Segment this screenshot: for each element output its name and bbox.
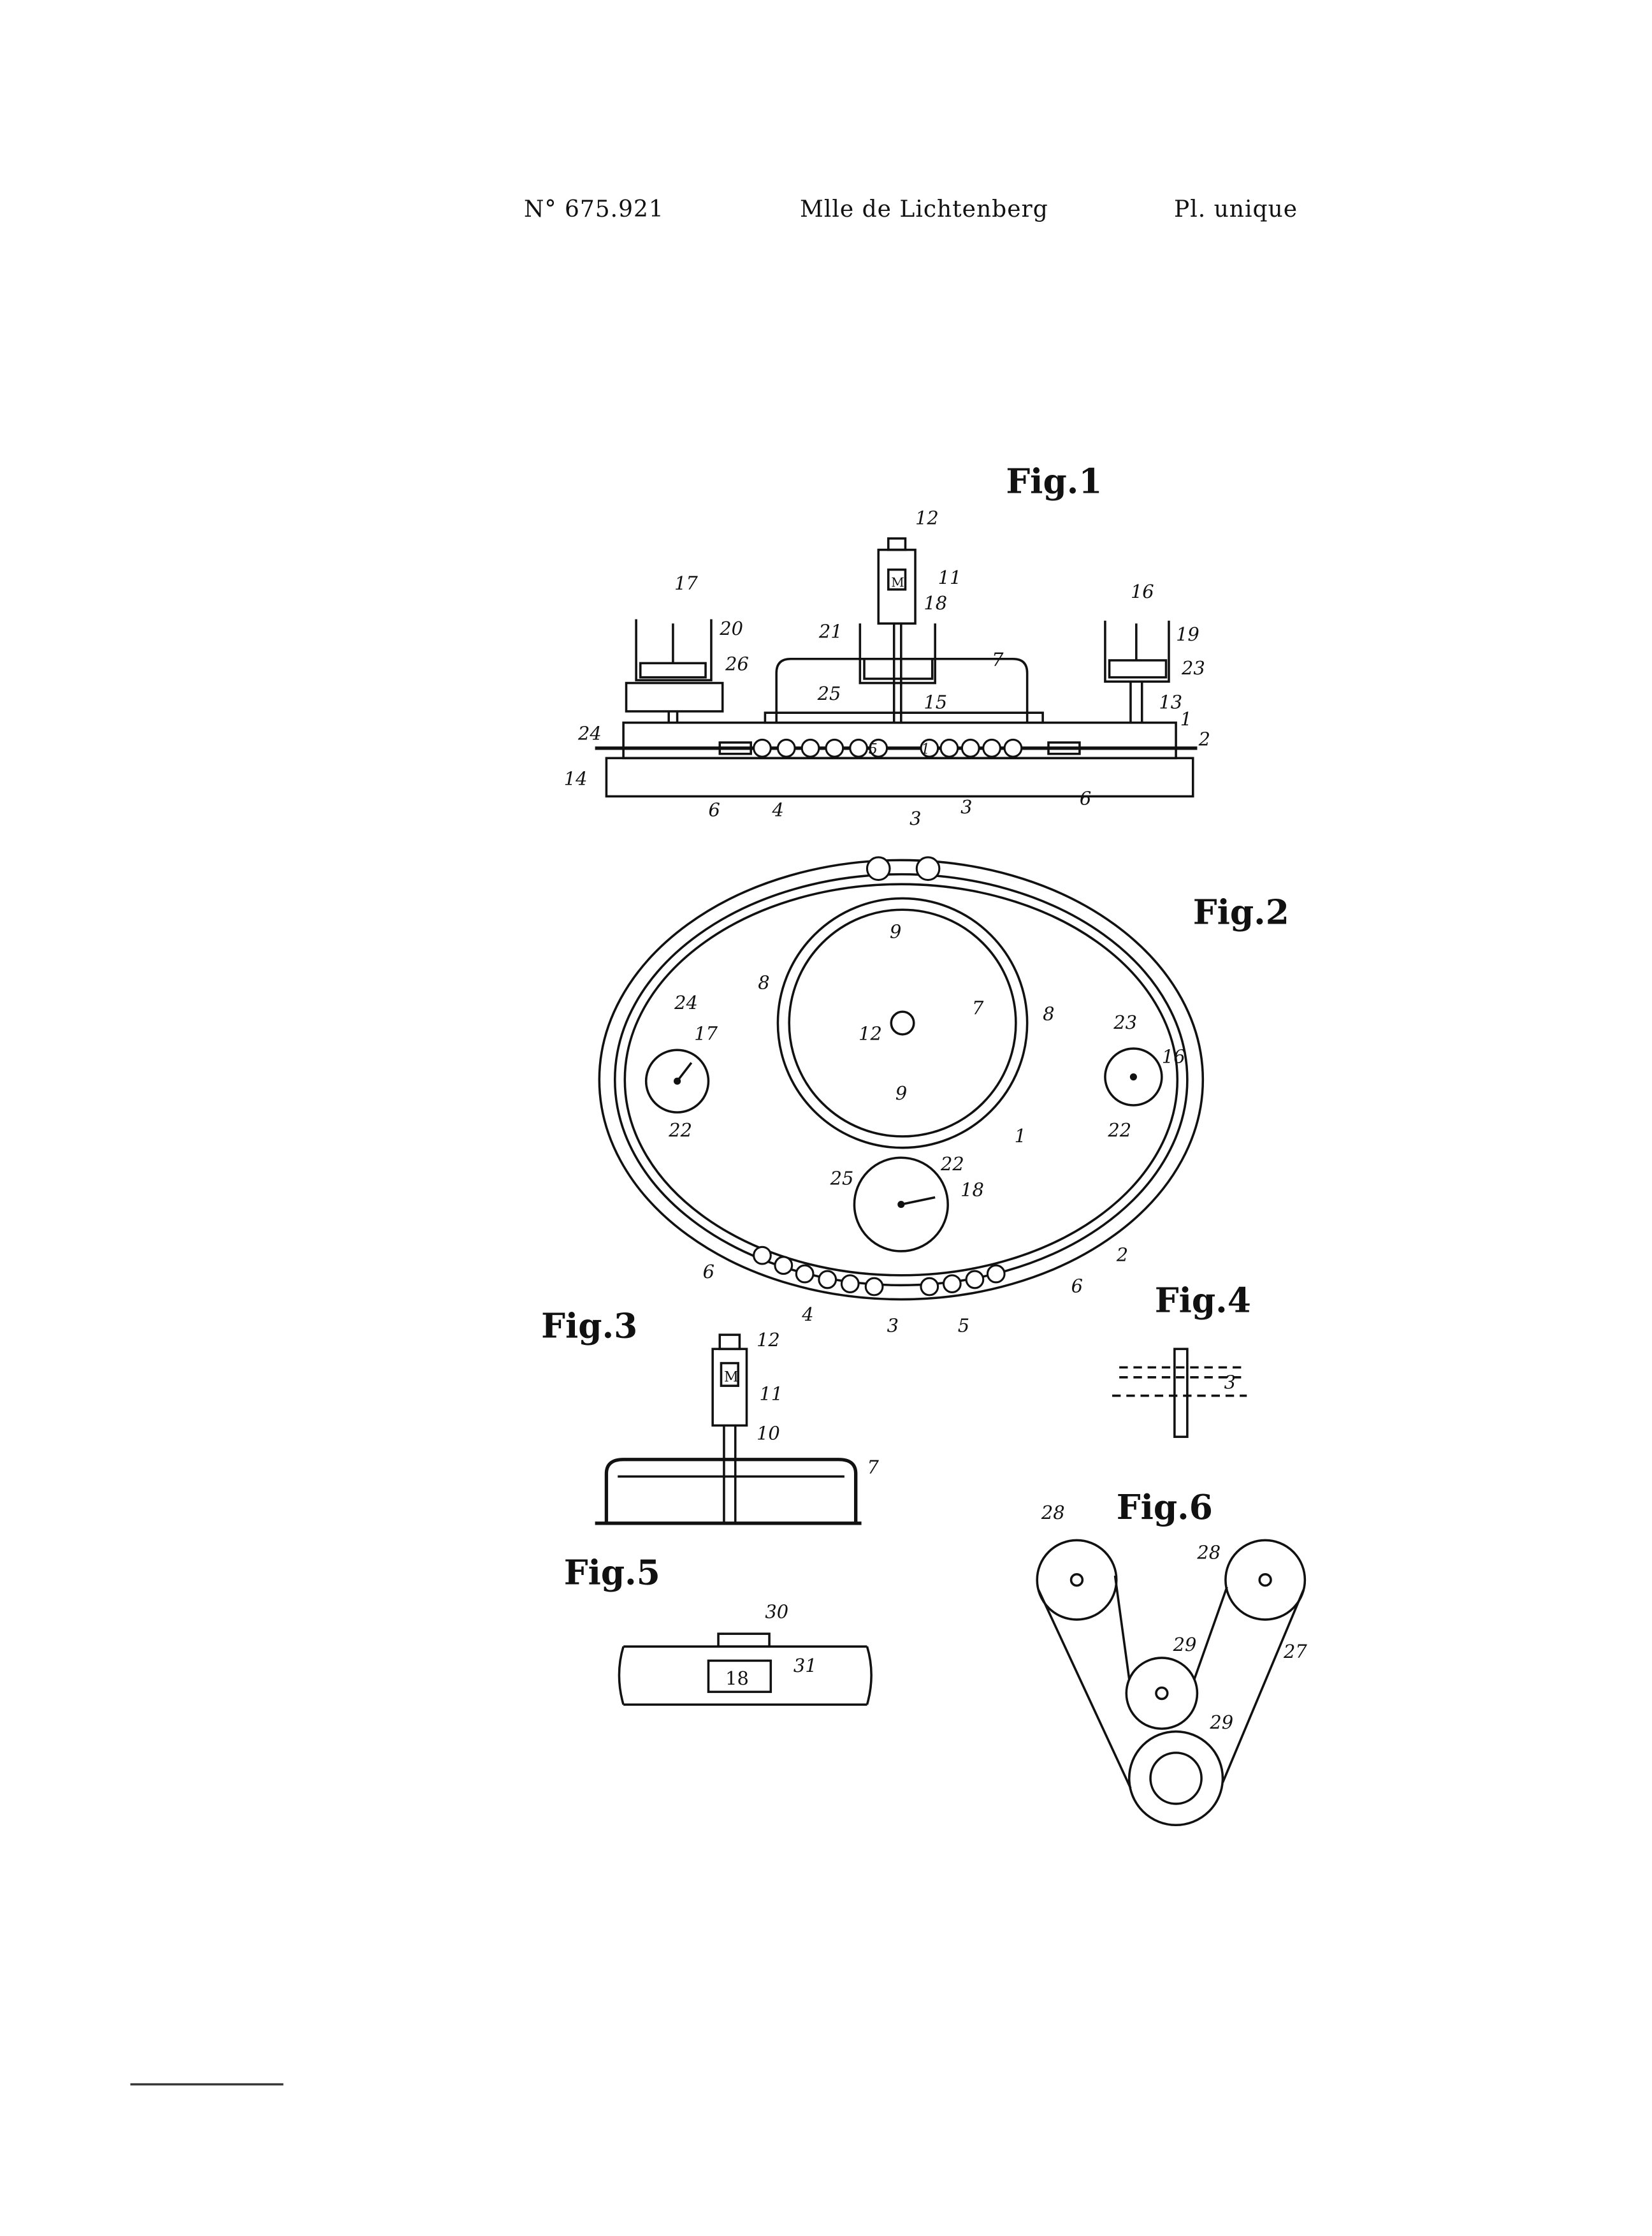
reference-numeral: 26 bbox=[725, 653, 749, 675]
ball-chain-fig2 bbox=[753, 1245, 1006, 1296]
reference-numeral: 12 bbox=[859, 1023, 882, 1045]
figure-1: Fig.1 M bbox=[564, 461, 1210, 821]
figure-5-labels: 30 31 18 bbox=[725, 1601, 816, 1689]
reference-numeral: 31 bbox=[793, 1655, 817, 1676]
reference-numeral: 9 bbox=[890, 921, 901, 943]
reference-numeral: 11 bbox=[760, 1383, 783, 1404]
reference-numeral: 7 bbox=[972, 998, 984, 1019]
figure-6-title: Fig.6 bbox=[1117, 1487, 1213, 1527]
reference-numeral: 25 bbox=[817, 683, 841, 704]
reference-numeral: 4 bbox=[772, 799, 784, 821]
reference-numeral: 23 bbox=[1181, 657, 1205, 679]
figure-3-title: Fig.3 bbox=[541, 1306, 637, 1346]
reference-numeral: 17 bbox=[694, 1023, 718, 1045]
reference-numeral: 18 bbox=[924, 592, 947, 614]
reference-numeral: 17 bbox=[674, 572, 698, 594]
figure-3: Fig.3 M 12 11 10 7 bbox=[541, 1306, 879, 1525]
reference-numeral: 8 bbox=[758, 972, 769, 994]
reference-numeral: 14 bbox=[564, 768, 588, 790]
reference-numeral: 3 bbox=[960, 796, 972, 818]
plate-label: Pl. unique bbox=[1174, 196, 1298, 222]
figure-2-labels: 3 9 8 7 8 24 17 23 12 16 22 22 9 1 25 22… bbox=[668, 808, 1185, 1337]
reference-numeral: 6 bbox=[1071, 1275, 1083, 1296]
figure-6: Fig.6 28 28 29 27 29 bbox=[1036, 1487, 1308, 1827]
reference-numeral: 24 bbox=[674, 992, 698, 1013]
applicant-name: Mlle de Lichtenberg bbox=[800, 196, 1048, 222]
figure-5-title: Fig.5 bbox=[564, 1552, 660, 1592]
reference-numeral: 23 bbox=[1113, 1012, 1137, 1033]
reference-numeral: 5 bbox=[958, 1315, 969, 1337]
reference-numeral: 6 bbox=[703, 1261, 714, 1282]
reference-numeral: 13 bbox=[1159, 692, 1182, 713]
reference-numeral: 24 bbox=[577, 722, 602, 744]
reference-numeral: M bbox=[891, 574, 904, 590]
reference-numeral: 28 bbox=[1041, 1502, 1065, 1523]
patent-number: N° 675.921 bbox=[524, 196, 664, 222]
reference-numeral: 11 bbox=[938, 567, 962, 588]
figure-6-labels: 28 28 29 27 29 bbox=[1041, 1502, 1308, 1733]
reference-numeral: 7 bbox=[867, 1456, 879, 1478]
reference-numeral: 3 bbox=[887, 1315, 899, 1337]
reference-numeral: 22 bbox=[1107, 1119, 1131, 1141]
figure-5: Fig.5 30 31 18 bbox=[564, 1552, 873, 1706]
reference-numeral: 1 bbox=[1180, 708, 1192, 730]
reference-numeral: 18 bbox=[960, 1179, 984, 1200]
platform bbox=[622, 722, 1177, 760]
figure-3-labels: 12 11 10 7 bbox=[757, 1329, 879, 1478]
reference-numeral: 8 bbox=[1043, 1003, 1054, 1025]
figure-2-title: Fig.2 bbox=[1193, 892, 1289, 932]
reference-numeral: 21 bbox=[818, 620, 843, 642]
ball-chain bbox=[753, 738, 1023, 758]
reference-numeral: 4 bbox=[801, 1303, 813, 1325]
reference-numeral: 25 bbox=[830, 1167, 854, 1189]
reference-numeral: 1 bbox=[1015, 1125, 1026, 1147]
reference-numeral: 16 bbox=[1131, 581, 1154, 602]
reference-numeral: 12 bbox=[915, 507, 939, 529]
reference-numeral: 15 bbox=[924, 692, 947, 713]
reference-numeral: 6 bbox=[1080, 788, 1091, 809]
reference-numeral: M bbox=[724, 1368, 739, 1385]
figure-2: Fig.2 3 9 8 7 8 24 17 bbox=[598, 808, 1289, 1337]
reference-numeral: 6 bbox=[708, 799, 720, 821]
reference-numeral: 28 bbox=[1196, 1541, 1221, 1563]
reference-numeral: 3 bbox=[1224, 1372, 1236, 1393]
figure-1-title: Fig.1 bbox=[1006, 461, 1102, 502]
reference-numeral: 10 bbox=[757, 1423, 780, 1444]
reference-numeral: 29 bbox=[1209, 1711, 1233, 1733]
reference-numeral: 22 bbox=[668, 1119, 692, 1141]
reference-numeral: 1 bbox=[921, 741, 930, 758]
base-plate bbox=[605, 757, 1194, 798]
reference-numeral: 12 bbox=[757, 1329, 780, 1351]
reference-numeral: 16 bbox=[1162, 1045, 1185, 1067]
reference-numeral: 2 bbox=[1198, 728, 1210, 750]
ring-7 bbox=[776, 897, 1029, 1149]
reference-numeral: 7 bbox=[992, 649, 1004, 671]
reference-numeral: 30 bbox=[765, 1601, 788, 1623]
figure-1-labels: 12 11 18 17 20 21 16 19 26 7 23 25 15 13… bbox=[564, 507, 1210, 821]
reference-numeral: 5 bbox=[869, 741, 878, 758]
reference-numeral: 18 bbox=[725, 1667, 749, 1689]
reference-numeral: 27 bbox=[1283, 1641, 1307, 1662]
figure-4: Fig.4 3 bbox=[1112, 1281, 1251, 1438]
figure-4-title: Fig.4 bbox=[1155, 1281, 1251, 1321]
reference-numeral: 20 bbox=[719, 618, 743, 639]
reference-numeral: 22 bbox=[940, 1153, 964, 1175]
reference-numeral: 3 bbox=[909, 808, 921, 829]
reference-numeral: 2 bbox=[1116, 1244, 1128, 1266]
reference-numeral: 29 bbox=[1173, 1634, 1197, 1655]
reference-numeral: 19 bbox=[1176, 623, 1199, 645]
reference-numeral: 9 bbox=[895, 1082, 907, 1104]
